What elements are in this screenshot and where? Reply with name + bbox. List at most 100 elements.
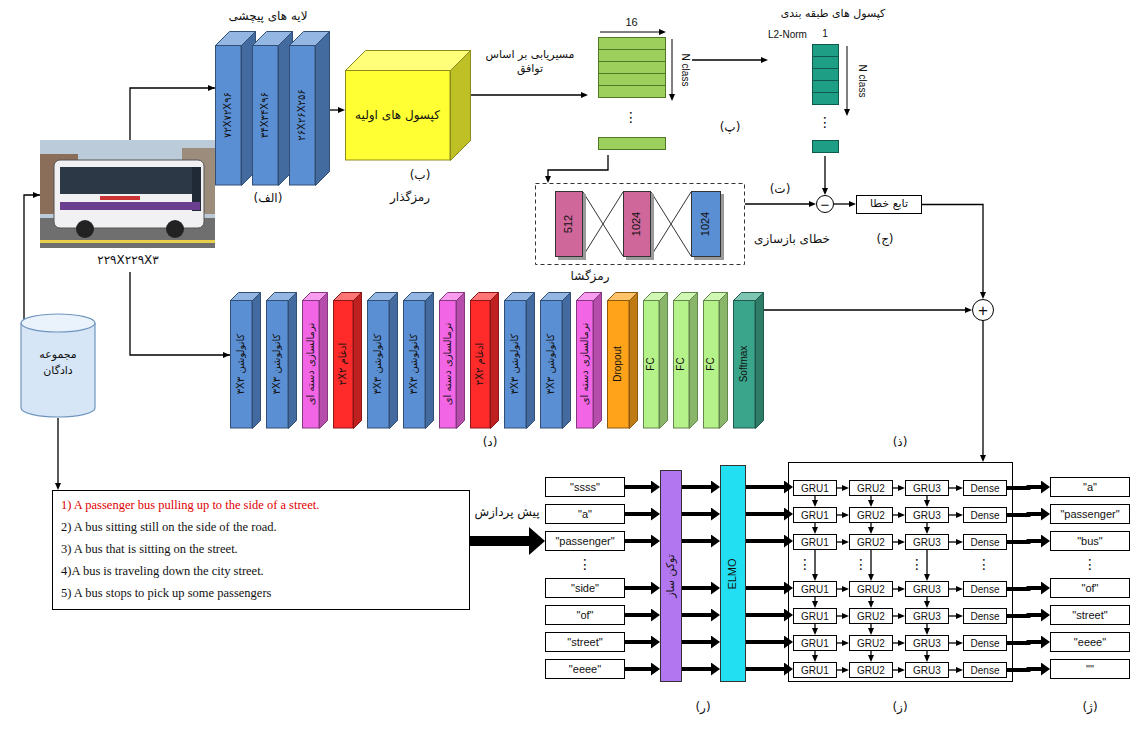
box-text: Dense <box>971 483 1000 494</box>
connector <box>625 667 651 671</box>
token-box: "street" <box>545 632 625 652</box>
gru-cell: GRU2 <box>849 480 893 496</box>
dimension-arrow <box>600 32 660 33</box>
layer-side-face <box>563 293 571 429</box>
box-text: "of" <box>577 609 594 621</box>
ellipsis-mark: ⋮ <box>624 110 638 124</box>
connector <box>745 203 809 204</box>
box-text: GRU3 <box>913 537 941 548</box>
box-text: GRU1 <box>801 510 829 521</box>
class-capsule <box>813 45 839 57</box>
connector <box>837 541 842 542</box>
conv-layer: کانولوشن ۳X۳ <box>403 300 425 428</box>
layer-front-face <box>231 301 253 429</box>
conv-layer: کانولوشن ۳X۳ <box>266 300 288 428</box>
gru-cell: GRU2 <box>849 608 893 624</box>
connector <box>57 418 58 483</box>
tokenizer-bar: توکن ساز <box>660 470 682 682</box>
photo-bus-wheel <box>76 220 94 238</box>
batchnorm-layer: نرمالسازی دسته ای <box>439 300 456 428</box>
layer-label: کانولوشن ۳X۳ <box>509 334 521 395</box>
layer-front-face <box>440 301 457 429</box>
box-text: GRU2 <box>857 638 885 649</box>
branch-arrow <box>130 272 230 355</box>
box-text: GRU3 <box>913 510 941 521</box>
connector <box>837 487 842 488</box>
layer-front-face <box>404 301 426 429</box>
layer-front-face <box>674 301 690 429</box>
callout-letter: (ژ) <box>1082 700 1097 716</box>
connector <box>682 667 711 671</box>
layer-label: ۳۴X۳۴X۹۶ <box>259 92 271 138</box>
capsule-vector <box>599 50 666 62</box>
box-text: GRU3 <box>913 611 941 622</box>
layer-front-face <box>368 301 390 429</box>
layer-label: ELMO <box>726 558 739 589</box>
layer-label: ادغام ۲X۲ <box>474 343 486 385</box>
connector <box>824 156 825 188</box>
fc-layer: FC <box>673 300 689 428</box>
annotation: پیش پردازش <box>474 505 539 521</box>
gru-cell: GRU2 <box>849 581 893 597</box>
box-text: Dense <box>971 611 1000 622</box>
add-node: + <box>972 299 994 321</box>
box-text: GRU1 <box>801 611 829 622</box>
layer-side-face <box>354 293 362 429</box>
connector <box>949 588 956 589</box>
callout-letter: (ج) <box>876 232 893 248</box>
layer-side-face <box>253 293 261 429</box>
token-box: "eeee" <box>545 659 625 679</box>
box-text: GRU3 <box>913 483 941 494</box>
connector <box>814 496 815 500</box>
layer-label: 1024 <box>630 212 643 236</box>
cylinder-top <box>21 314 95 332</box>
ellipsis-mark: ⋮ <box>1083 557 1097 571</box>
layer-front-face <box>577 301 594 429</box>
dense-cell: Dense <box>963 635 1007 651</box>
caption-line: 4)A bus is traveling down the city stree… <box>61 560 264 582</box>
connector <box>870 496 871 500</box>
box-text: Dense <box>971 537 1000 548</box>
layer-front-face <box>734 301 756 429</box>
callout-letter: (ز) <box>892 700 907 716</box>
photo-sky <box>40 140 215 248</box>
output-word-box: "of" <box>1050 578 1130 598</box>
output-word-box: "bus" <box>1050 531 1130 551</box>
conv-layer: کانولوشن ۳X۳ <box>540 300 562 428</box>
connector <box>870 550 871 574</box>
layer-label: کپسول های اولیه <box>355 108 440 122</box>
class-capsule <box>813 141 839 153</box>
operator-sign: + <box>978 302 988 319</box>
box-text: "" <box>1086 663 1094 675</box>
layer-side-face <box>594 293 602 429</box>
layer-label: ادغام ۲X۲ <box>337 343 349 385</box>
connector <box>814 597 815 601</box>
connector <box>949 669 956 670</box>
box-text: GRU2 <box>857 537 885 548</box>
connector <box>837 669 842 670</box>
capsule-vector <box>599 86 666 98</box>
box-text: "bus" <box>1077 535 1103 547</box>
caption-line: 3) A bus that is sitting on the street. <box>61 538 238 560</box>
conv-layer: کانولوشن ۳X۳ <box>504 300 526 428</box>
connector <box>893 615 898 616</box>
connector <box>625 512 651 516</box>
box-text: GRU3 <box>913 584 941 595</box>
layer-front-face <box>704 301 720 429</box>
photo-bus-logo <box>100 196 140 200</box>
connector <box>893 642 898 643</box>
box-text: GRU1 <box>801 483 829 494</box>
dimension-arrow <box>672 39 673 95</box>
box-text: "eeee" <box>1074 636 1106 648</box>
token-box: "side" <box>545 578 625 598</box>
gru-cell: GRU1 <box>793 635 837 651</box>
layer-front-face <box>290 46 316 186</box>
dimension-label: N class <box>857 65 868 98</box>
connector <box>870 624 871 628</box>
decoder-group: رمزگشا51210241024 <box>535 183 745 288</box>
bus-photo <box>40 140 215 248</box>
connector <box>682 613 711 617</box>
box-text: "street" <box>567 636 602 648</box>
layer-side-face <box>457 293 465 429</box>
gru-cell: GRU3 <box>905 534 949 550</box>
